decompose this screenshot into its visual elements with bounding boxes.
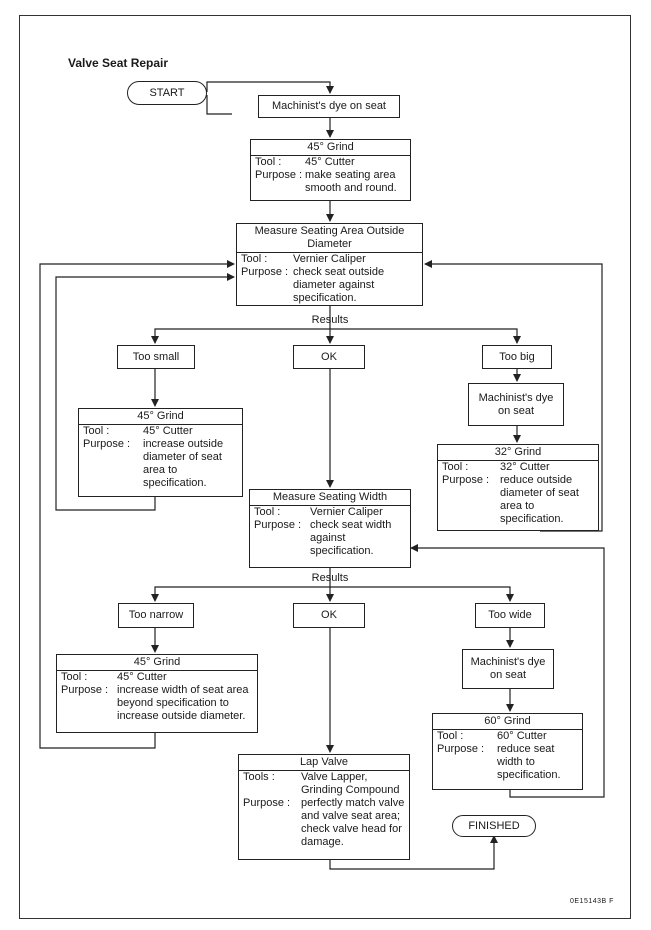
measure-width-box: Measure Seating Width Tool :Vernier Cali… xyxy=(249,489,411,568)
results-label-2: Results xyxy=(311,572,349,584)
arrow-results2-left xyxy=(151,586,330,602)
dye-on-seat-box: Machinist's dye on seat xyxy=(258,95,400,118)
dye-on-seat-box-3: Machinist's dye on seat xyxy=(462,649,554,689)
arrow-lap-to-finished xyxy=(329,835,498,870)
arrow-results2-right xyxy=(330,586,514,602)
arrow-start-to-dye xyxy=(206,81,334,94)
lap-valve-box: Lap Valve Tools :Valve Lapper, Grinding … xyxy=(238,754,410,860)
line-start-lower xyxy=(206,95,232,115)
grind-32-title: 32° Grind xyxy=(438,445,598,461)
ok-box-2: OK xyxy=(293,603,365,628)
diagram-title: Valve Seat Repair xyxy=(68,56,169,70)
grind-32-box: 32° Grind Tool :32° Cutter Purpose :redu… xyxy=(437,444,599,531)
grind-45-top-box: 45° Grind Tool :45° Cutter Purpose :make… xyxy=(250,139,411,201)
dye-on-seat-box-2: Machinist's dye on seat xyxy=(468,383,564,426)
loop-grind32-to-od xyxy=(424,260,603,532)
loop-grind45-narrow-to-od xyxy=(39,260,235,749)
figure-code: 0E15143B F xyxy=(570,898,614,905)
measure-od-box: Measure Seating Area Outside Diameter To… xyxy=(236,223,423,306)
arrow-results1-left xyxy=(151,328,330,344)
loop-grind60-to-width xyxy=(410,544,605,798)
finished-terminal: FINISHED xyxy=(452,815,536,837)
start-terminal: START xyxy=(127,81,207,105)
lap-valve-title: Lap Valve xyxy=(239,755,409,771)
arrow-results1-right xyxy=(330,328,521,344)
grind-45-narrow-box: 45° Grind Tool :45° Cutter Purpose :incr… xyxy=(56,654,258,733)
measure-od-title: Measure Seating Area Outside Diameter xyxy=(237,224,422,253)
too-narrow-box: Too narrow xyxy=(118,603,194,628)
grind-60-box: 60° Grind Tool :60° Cutter Purpose :redu… xyxy=(432,713,583,790)
grind-45-small-box: 45° Grind Tool :45° Cutter Purpose :incr… xyxy=(78,408,243,497)
ok-box-1: OK xyxy=(293,345,365,369)
grind-60-title: 60° Grind xyxy=(433,714,582,730)
grind-45-small-title: 45° Grind xyxy=(79,409,242,425)
measure-width-title: Measure Seating Width xyxy=(250,490,410,506)
grind-45-narrow-title: 45° Grind xyxy=(57,655,257,671)
page-frame xyxy=(19,15,631,919)
too-wide-box: Too wide xyxy=(475,603,545,628)
results-label-1: Results xyxy=(311,314,349,326)
grind-45-top-title: 45° Grind xyxy=(251,140,410,156)
loop-grind45-small-to-od xyxy=(55,273,235,511)
too-big-box: Too big xyxy=(482,345,552,369)
too-small-box: Too small xyxy=(117,345,195,369)
